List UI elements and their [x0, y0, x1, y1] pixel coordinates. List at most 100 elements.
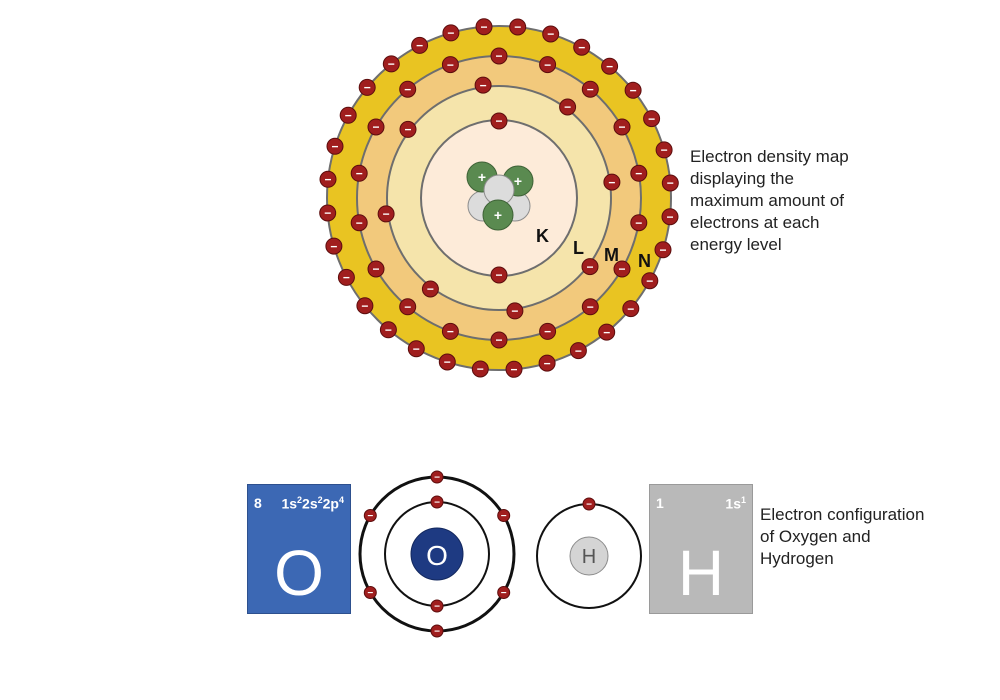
oxygen-electron [430, 470, 444, 484]
electron-sign: − [356, 216, 363, 230]
hydrogen-electrons: − [582, 497, 596, 511]
electron-sign: − [564, 100, 571, 114]
electron-sign: − [514, 20, 521, 34]
shell-label-m: M [604, 245, 619, 265]
electron [337, 268, 355, 286]
electron [411, 36, 429, 54]
oxygen-electron [363, 509, 377, 522]
electron [661, 174, 679, 192]
electron [399, 80, 417, 98]
electron [624, 81, 642, 99]
electron [471, 360, 489, 378]
electron [490, 266, 508, 284]
electron-sign: − [544, 356, 551, 370]
electron [399, 120, 417, 138]
oxygen-electron [430, 495, 444, 509]
electron [438, 353, 456, 371]
electron-sign: − [416, 39, 423, 53]
electron-sign: − [367, 511, 373, 522]
oxygen-electron [497, 586, 511, 599]
electron [350, 164, 368, 182]
density-electrons: −−−−−−−−−−−−−−−−−−−−−−−−−−−−−−−−−−−−−−−−… [319, 18, 679, 378]
electron-sign: − [630, 84, 637, 98]
electron [603, 173, 621, 191]
electron-sign: − [383, 207, 390, 221]
electron [643, 110, 661, 128]
electron-sign: − [361, 299, 368, 313]
electron [630, 214, 648, 232]
electron [399, 298, 417, 316]
electron-sign: − [444, 355, 451, 369]
electron [350, 214, 368, 232]
electron [581, 80, 599, 98]
electron-sign: − [635, 216, 642, 230]
hydrogen-element-tile: 1 1s1 H [649, 484, 753, 614]
oxygen-symbol: O [274, 537, 324, 609]
oxygen-electron [430, 599, 444, 613]
electron-sign: − [618, 262, 625, 276]
electron-sign: − [434, 602, 440, 613]
electron [319, 204, 337, 222]
electron [559, 98, 577, 116]
electron-sign: − [477, 362, 484, 376]
oxygen-nucleus-symbol: O [426, 540, 448, 571]
electron-sign: − [586, 260, 593, 274]
electron-sign: − [330, 239, 337, 253]
oxygen-element-tile: 8 1s22s22p4 O [247, 484, 351, 614]
electron [613, 118, 631, 136]
electron [569, 342, 587, 360]
electron-sign: − [501, 588, 507, 599]
electron [641, 272, 659, 290]
electron-sign: − [575, 344, 582, 358]
hydrogen-electron [582, 497, 596, 511]
electron [442, 24, 460, 42]
electron [509, 18, 527, 36]
electron-sign: − [495, 333, 502, 347]
electron-sign: − [666, 210, 673, 224]
electron-sign: − [343, 271, 350, 285]
electron-sign: − [603, 325, 610, 339]
density-map-caption: Electron density map displaying the maxi… [690, 147, 849, 254]
electron [407, 340, 425, 358]
electron [654, 241, 672, 259]
electron-sign: − [385, 323, 392, 337]
electron [613, 260, 631, 278]
hydrogen-atomic-number: 1 [656, 495, 664, 511]
electron [325, 237, 343, 255]
electron-sign: − [447, 325, 454, 339]
electron [581, 258, 599, 276]
electron [542, 25, 560, 43]
electron [598, 323, 616, 341]
nucleus: + + + [466, 161, 534, 231]
hydrogen-symbol: H [677, 537, 725, 609]
oxygen-nucleus [410, 527, 464, 581]
electron-sign: − [480, 78, 487, 92]
electron [474, 76, 492, 94]
electron-sign: − [659, 243, 666, 257]
electron [379, 321, 397, 339]
electron [367, 260, 385, 278]
electron [538, 354, 556, 372]
electron-sign: − [635, 167, 642, 181]
electron-sign: − [544, 58, 551, 72]
electron [475, 18, 493, 36]
hydrogen-nucleus-symbol: H [582, 546, 596, 568]
electron-sign: − [404, 82, 411, 96]
electron [339, 106, 357, 124]
electron [601, 57, 619, 75]
electron-sign: − [331, 140, 338, 154]
shell-label-k: K [536, 226, 549, 246]
proton-sign: + [514, 173, 522, 189]
electron [382, 55, 400, 73]
electron [367, 118, 385, 136]
electron-sign: − [447, 26, 454, 40]
electron-sign: − [578, 40, 585, 54]
oxygen-electrons: −−−−−−−− [363, 470, 511, 638]
electron [655, 141, 673, 159]
electron-sign: − [661, 143, 668, 157]
electron-sign: − [587, 82, 594, 96]
electron-sign: − [648, 112, 655, 126]
electron-sign: − [356, 167, 363, 181]
electron [326, 137, 344, 155]
